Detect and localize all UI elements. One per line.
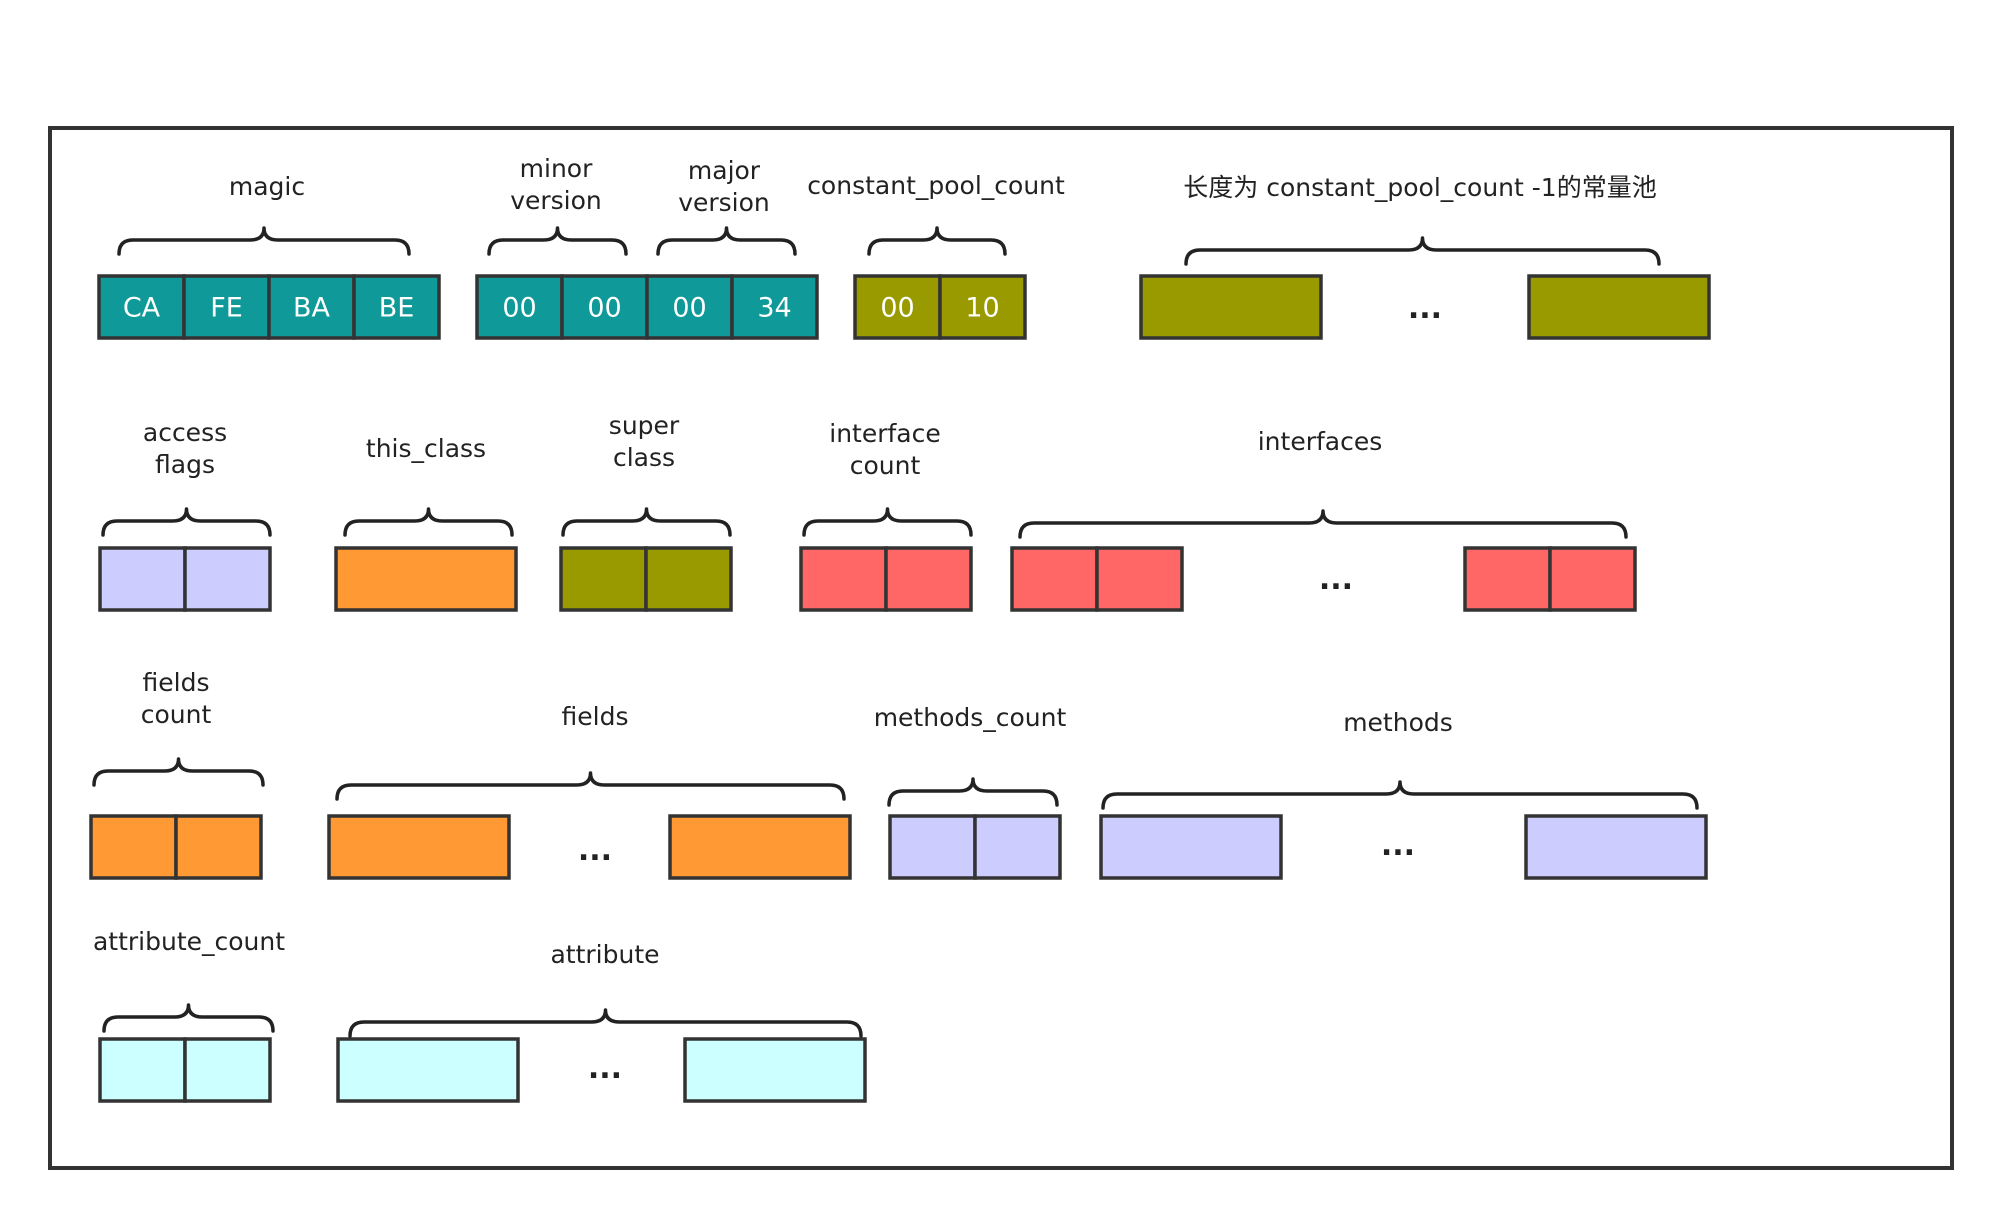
minor-version-brace bbox=[487, 226, 628, 256]
interface-count-byte-0 bbox=[799, 546, 888, 612]
methods-entry-last bbox=[1524, 814, 1708, 880]
super-class-label-line1: super bbox=[609, 411, 680, 440]
methods-count-label: methods_count bbox=[874, 703, 1067, 732]
methods-count-brace bbox=[887, 777, 1059, 807]
access-flags-label-line2: flags bbox=[155, 450, 215, 479]
diagram-frame bbox=[48, 126, 1954, 1170]
major-version-label-line2: version bbox=[678, 188, 770, 217]
interfaces-brace bbox=[1018, 509, 1628, 539]
fields-count-label-line1: fields bbox=[143, 668, 210, 697]
major-version-byte-0 bbox=[645, 274, 734, 340]
methods-ellipsis: ... bbox=[1381, 828, 1415, 863]
magic-byte-0-text: CA bbox=[123, 293, 161, 324]
fields-count-brace bbox=[92, 757, 265, 787]
attribute-count-brace bbox=[102, 1003, 275, 1033]
access-flags-byte-1 bbox=[183, 546, 272, 612]
minor-version-byte-0-text: 00 bbox=[502, 293, 536, 324]
minor-version-byte-0 bbox=[475, 274, 564, 340]
fields-entry-first bbox=[327, 814, 511, 880]
constant-pool-count-byte-0-text: 00 bbox=[880, 293, 914, 324]
magic-byte-3 bbox=[352, 274, 441, 340]
constant-pool-entry-first bbox=[1139, 274, 1323, 340]
interfaces-first-byte-0 bbox=[1010, 546, 1099, 612]
fields-label: fields bbox=[562, 702, 629, 731]
fields-brace bbox=[335, 771, 846, 801]
constant-pool-ellipsis: ... bbox=[1408, 291, 1442, 326]
minor-version-byte-1-text: 00 bbox=[587, 293, 621, 324]
constant-pool-brace bbox=[1184, 236, 1661, 266]
this-class-brace bbox=[343, 507, 514, 537]
attribute-count-label: attribute_count bbox=[93, 927, 285, 956]
fields-ellipsis: ... bbox=[578, 833, 612, 868]
constant-pool-count-byte-1 bbox=[938, 274, 1027, 340]
access-flags-label-line1: access bbox=[143, 418, 227, 447]
major-version-byte-1 bbox=[730, 274, 819, 340]
constant-pool-label: 长度为 constant_pool_count -1的常量池 bbox=[1183, 173, 1656, 202]
constant-pool-count-label: constant_pool_count bbox=[807, 171, 1065, 200]
methods-label: methods bbox=[1343, 708, 1453, 737]
access-flags-byte-0 bbox=[98, 546, 187, 612]
attribute-count-byte-0 bbox=[98, 1037, 187, 1103]
magic-byte-2-text: BA bbox=[293, 293, 331, 324]
interfaces-last-byte-0 bbox=[1463, 546, 1552, 612]
major-version-byte-0-text: 00 bbox=[672, 293, 706, 324]
interfaces-label: interfaces bbox=[1258, 427, 1383, 456]
this-class-label: this_class bbox=[366, 434, 486, 463]
interfaces-ellipsis: ... bbox=[1319, 562, 1353, 597]
fields-count-byte-0 bbox=[89, 814, 178, 880]
interface-count-label-line2: count bbox=[850, 451, 921, 480]
methods-count-byte-1 bbox=[973, 814, 1062, 880]
fields-entry-last bbox=[668, 814, 852, 880]
super-class-brace bbox=[561, 507, 732, 537]
super-class-byte-1 bbox=[644, 546, 733, 612]
constant-pool-count-brace bbox=[867, 226, 1007, 256]
this-class-cell bbox=[334, 546, 518, 612]
super-class-byte-0 bbox=[559, 546, 648, 612]
interface-count-byte-1 bbox=[884, 546, 973, 612]
minor-version-byte-1 bbox=[560, 274, 649, 340]
fields-count-label-line2: count bbox=[141, 700, 212, 729]
magic-label: magic bbox=[229, 172, 305, 201]
access-flags-brace bbox=[101, 507, 272, 537]
constant-pool-count-byte-1-text: 10 bbox=[965, 293, 999, 324]
attribute-ellipsis: ... bbox=[588, 1051, 622, 1086]
attribute-entry-first bbox=[336, 1037, 520, 1103]
major-version-byte-1-text: 34 bbox=[757, 293, 791, 324]
interfaces-last-byte-1 bbox=[1548, 546, 1637, 612]
constant-pool-entry-last bbox=[1527, 274, 1711, 340]
methods-entry-first bbox=[1099, 814, 1283, 880]
constant-pool-count-byte-0 bbox=[853, 274, 942, 340]
magic-byte-1-text: FE bbox=[210, 293, 243, 324]
interface-count-label-line1: interface bbox=[829, 419, 941, 448]
minor-version-label-line1: minor bbox=[520, 154, 593, 183]
minor-version-label-line2: version bbox=[510, 186, 602, 215]
interface-count-brace bbox=[802, 507, 973, 537]
major-version-brace bbox=[656, 226, 797, 256]
magic-byte-1 bbox=[182, 274, 271, 340]
methods-brace bbox=[1101, 780, 1699, 810]
attribute-entry-last bbox=[683, 1037, 867, 1103]
methods-count-byte-0 bbox=[888, 814, 977, 880]
attribute-brace bbox=[348, 1008, 863, 1038]
magic-byte-0 bbox=[97, 274, 186, 340]
attribute-label: attribute bbox=[550, 940, 659, 969]
attribute-count-byte-1 bbox=[183, 1037, 272, 1103]
magic-byte-3-text: BE bbox=[379, 293, 415, 324]
super-class-label-line2: class bbox=[613, 443, 675, 472]
magic-brace bbox=[117, 226, 411, 256]
interfaces-first-byte-1 bbox=[1095, 546, 1184, 612]
major-version-label-line1: major bbox=[688, 156, 761, 185]
fields-count-byte-1 bbox=[174, 814, 263, 880]
